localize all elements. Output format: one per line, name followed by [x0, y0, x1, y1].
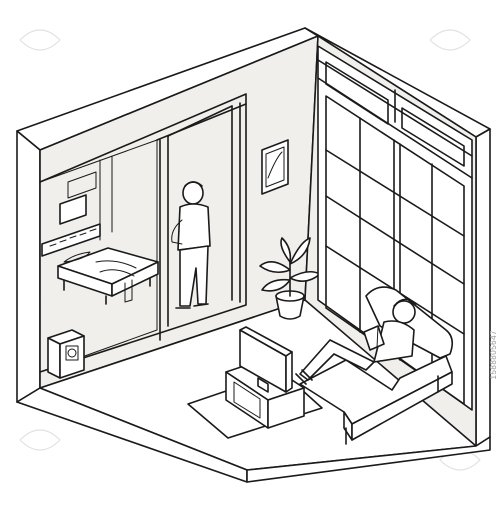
- bed-side-right: [111, 261, 159, 297]
- blanket-fold: [95, 260, 137, 277]
- standing-person-pants: [179, 245, 209, 307]
- floor-slab-right: [246, 436, 491, 483]
- book: [363, 325, 385, 351]
- potted-plant: [259, 237, 321, 320]
- bedroom-window: [59, 194, 87, 225]
- blanket-hang: [124, 279, 133, 303]
- standing-person-feet: [175, 303, 209, 309]
- chaise-front: [351, 371, 453, 441]
- plant-leaf-1: [259, 261, 291, 274]
- plant-leaf-3: [261, 278, 291, 292]
- reading-person-shirt: [373, 320, 415, 363]
- right-wall-end: [475, 128, 491, 447]
- plant-leaf-2: [289, 237, 311, 265]
- tv-stand-front: [267, 387, 305, 429]
- bedroom-back-wall: [39, 139, 158, 373]
- stock-id-text: 1588805647: [489, 330, 498, 380]
- plant-leaf-5: [280, 237, 292, 263]
- right-wall-face: [317, 35, 477, 447]
- wall-picture: [261, 139, 289, 195]
- standing-person-arm: [171, 219, 183, 245]
- tv-base: [257, 377, 269, 393]
- headboard: [41, 223, 101, 257]
- reading-person: [295, 298, 417, 385]
- standing-person: [171, 181, 211, 309]
- bedroom-opening: [39, 93, 247, 373]
- reading-person-feet: [295, 369, 313, 385]
- standing-person-shirt: [177, 203, 211, 251]
- window-glass-frame: [325, 95, 465, 405]
- bed: [57, 247, 159, 305]
- left-wall-end: [16, 130, 41, 403]
- pillow: [63, 251, 91, 263]
- speaker: [47, 329, 85, 379]
- television: [239, 326, 293, 393]
- chaise-legs: [345, 375, 439, 445]
- transom-panes: [325, 61, 465, 167]
- bed-legs: [63, 277, 151, 305]
